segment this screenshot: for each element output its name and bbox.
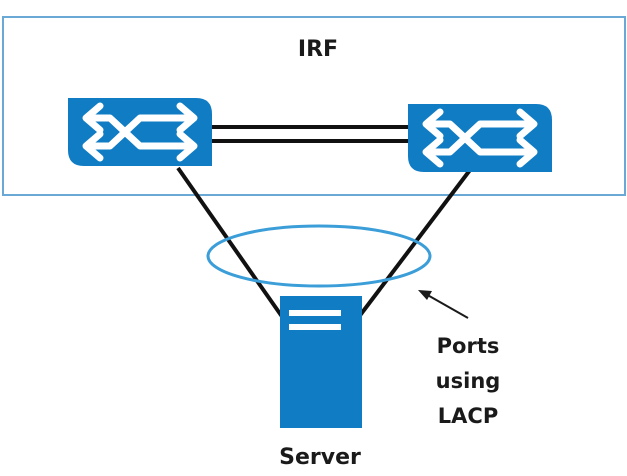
switch-right — [408, 104, 552, 172]
server-icon — [280, 296, 362, 428]
lacp-label-line-3: LACP — [438, 404, 498, 428]
switch-left — [68, 98, 212, 166]
server — [280, 296, 362, 428]
lacp-ellipse — [206, 224, 432, 288]
switch-icon — [422, 108, 538, 168]
lacp-label-line-1: Ports — [437, 334, 500, 358]
cable-right — [356, 168, 472, 320]
irf-label: IRF — [298, 37, 338, 62]
switch-left-body — [68, 98, 212, 166]
switch-icon — [82, 102, 198, 162]
server-label: Server — [279, 445, 361, 470]
lacp-label-line-2: using — [436, 369, 501, 393]
annotation-arrow — [418, 290, 469, 319]
switch-right-body — [408, 104, 552, 172]
server-slot-top — [289, 310, 341, 316]
server-slot-bottom — [289, 324, 341, 330]
cable-left — [176, 166, 285, 320]
